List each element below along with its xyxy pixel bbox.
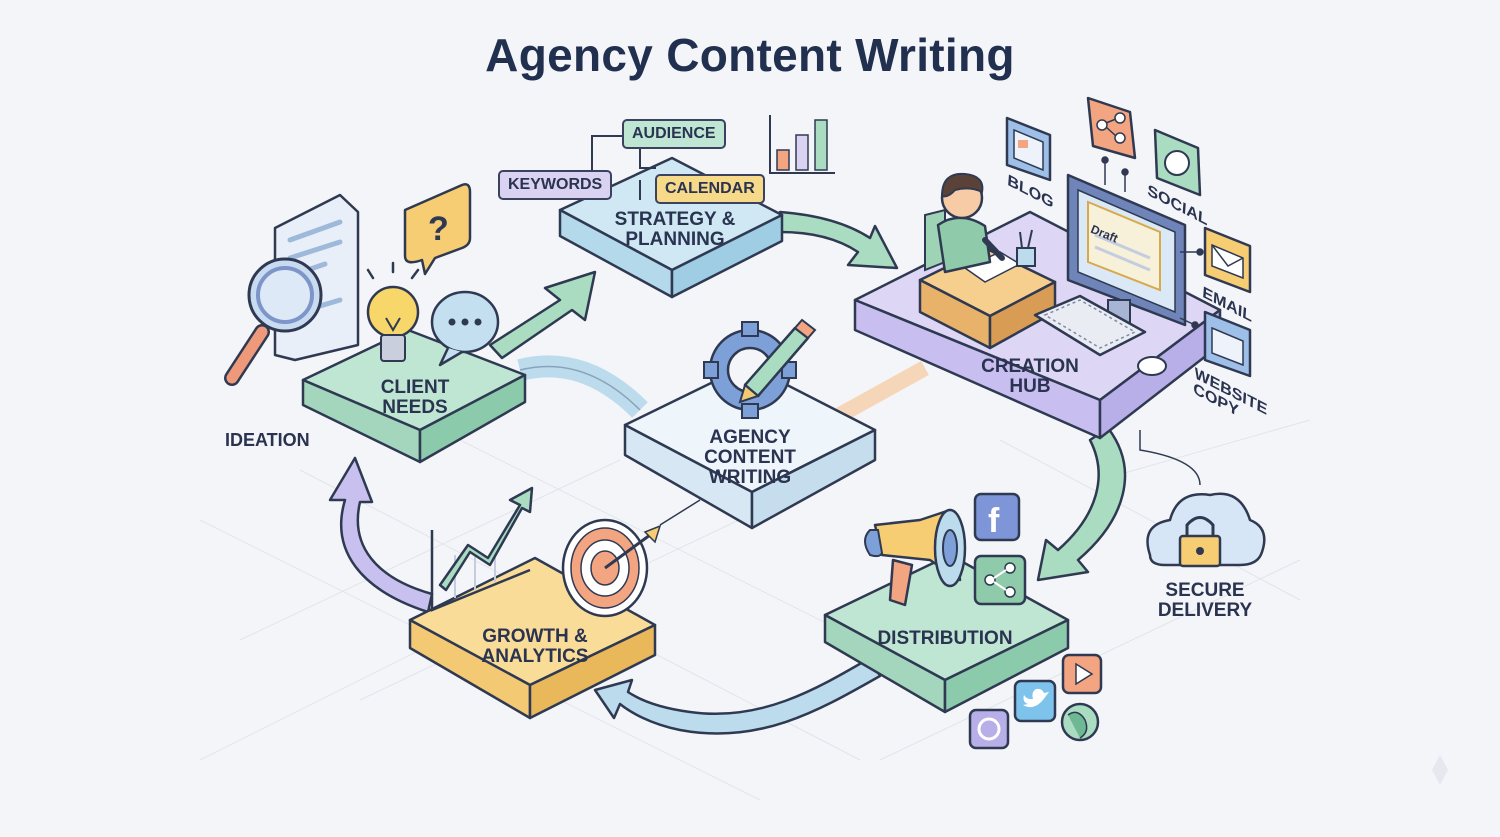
client-needs-line-2: NEEDS [382, 397, 448, 418]
client-needs-label: CLIENT NEEDS [345, 378, 485, 418]
secure-line-2: DELIVERY [1157, 600, 1253, 621]
keyboard-icon [1033, 294, 1147, 357]
distribution-line-1: DISTRIBUTION [877, 628, 1013, 649]
distribution-label: DISTRIBUTION [865, 629, 1025, 649]
center-platform [623, 363, 877, 530]
arrow-distribution-to-growth [593, 656, 882, 735]
growth-label: GROWTH & ANALYTICS [460, 627, 610, 667]
growth-line-2: ANALYTICS [481, 646, 589, 667]
blog-icon [1005, 116, 1052, 182]
website-icon [1203, 310, 1252, 378]
creation-line-1: CREATION [981, 356, 1079, 377]
gear-pencil-icon [703, 318, 817, 419]
megaphone-icon [864, 508, 967, 607]
arrow-strategy-to-creation [778, 210, 899, 270]
arrow-growth-to-ideation [328, 456, 434, 614]
strategy-label: STRATEGY & PLANNING [595, 210, 755, 250]
center-label: AGENCY CONTENT WRITING [680, 428, 820, 488]
link-center-creation [836, 360, 929, 423]
page-title: Agency Content Writing [485, 29, 1015, 81]
tag-keywords: KEYWORDS [498, 170, 613, 200]
strategy-line-1: STRATEGY & [614, 209, 736, 230]
creation-hub-label: CREATION HUB [960, 357, 1100, 397]
secure-delivery-label: SECURE DELIVERY [1150, 581, 1260, 621]
lightbulb-icon [366, 261, 420, 362]
writer-person [924, 172, 1005, 274]
client-needs-platform [301, 328, 527, 464]
app-icon [968, 708, 1010, 750]
growth-chart-icon [430, 486, 534, 612]
mouse-icon [1137, 356, 1167, 376]
svg-text:f: f [988, 502, 1000, 540]
channel-connectors [1101, 156, 1204, 486]
strategy-line-2: PLANNING [625, 229, 725, 250]
tag-audience: AUDIENCE [622, 119, 726, 149]
chat-bubble-icon [430, 290, 500, 367]
cloud-lock-icon [1146, 492, 1266, 568]
creation-line-2: HUB [1009, 376, 1051, 397]
center-line-2: CONTENT [704, 447, 796, 468]
center-line-3: WRITING [708, 467, 792, 488]
facebook-icon: f [973, 492, 1021, 542]
share-icon [1086, 96, 1137, 160]
secure-line-1: SECURE [1165, 580, 1245, 601]
question-bubble-icon: ? [403, 183, 472, 276]
ideation-label: IDEATION [225, 430, 310, 450]
tag-calendar: CALENDAR [655, 174, 765, 204]
globe-icon [1060, 702, 1100, 742]
client-needs-line-1: CLIENT [380, 377, 450, 398]
video-icon [1061, 653, 1103, 695]
tag-connectors [591, 135, 656, 200]
strategy-platform [558, 156, 784, 299]
sparkle-icon [1432, 755, 1448, 785]
pen-cup-icon [1016, 229, 1036, 267]
link-center-client [517, 355, 648, 418]
bar-chart-icon [769, 115, 835, 174]
social-chat-icon [1153, 128, 1202, 197]
svg-text:?: ? [428, 210, 449, 248]
distribution-platform [823, 553, 1070, 714]
center-line-1: AGENCY [709, 427, 791, 448]
twitter-icon [1013, 679, 1057, 723]
growth-platform [408, 556, 657, 720]
arrow-creation-to-distribution [1036, 426, 1127, 582]
growth-line-1: GROWTH & [482, 626, 588, 647]
magnifier-icon [224, 257, 323, 386]
email-icon [1203, 226, 1252, 294]
target-icon [561, 518, 662, 618]
arrow-client-to-strategy [488, 270, 597, 360]
distribution-share-icon [973, 554, 1027, 606]
